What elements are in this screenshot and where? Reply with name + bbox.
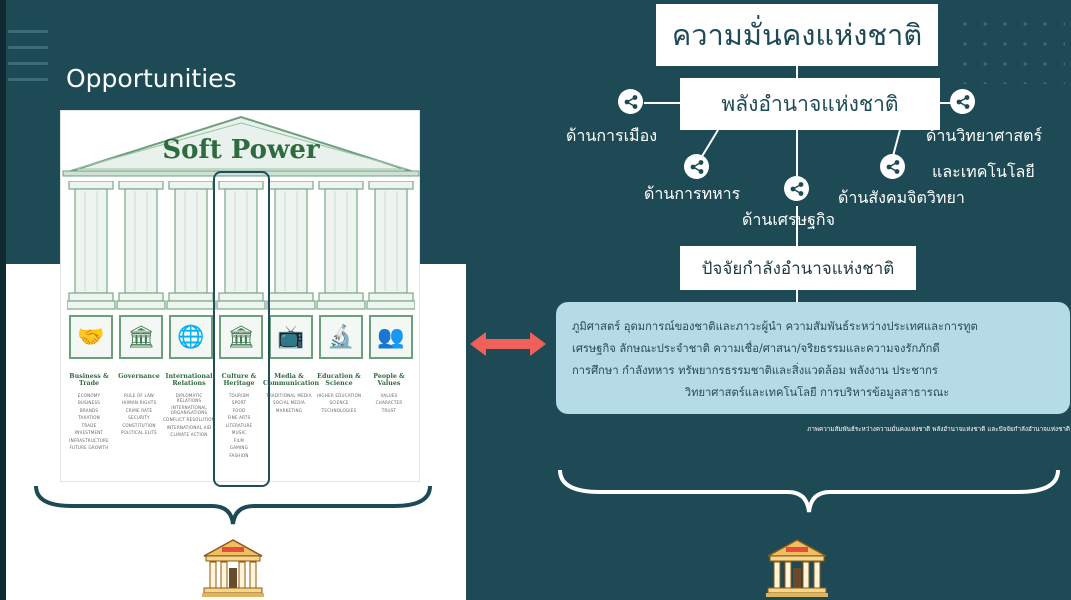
handshake-icon: 🤝 xyxy=(69,315,113,359)
category-item: CONFLICT RESOLUTION xyxy=(163,417,215,423)
pediment-roof xyxy=(62,115,420,177)
factors-line: เศรษฐกิจ ลักษณะประจำชาติ ความเชื่อ/ศาสนา… xyxy=(572,342,940,355)
left-curly-brace xyxy=(34,485,432,525)
category-item: CONSTITUTION xyxy=(122,422,156,428)
share-icon xyxy=(950,89,975,114)
category-title: Business & Trade xyxy=(69,373,109,388)
television-icon: 📺 xyxy=(269,315,313,359)
category-item: ECONOMY xyxy=(77,392,101,398)
branch-military-label: ด้านการทหาร xyxy=(644,184,741,203)
museum-building-icon xyxy=(766,539,828,597)
decorative-dots xyxy=(955,14,1065,84)
branch-science-label-line2: และเทคโนโลยี xyxy=(932,162,1035,181)
right-curly-brace xyxy=(558,469,1060,513)
figure-caption: ภาพความสัมพันธ์ระหว่างความมั่นคงแห่งชาติ… xyxy=(807,426,1070,433)
soft-power-title: Soft Power xyxy=(162,135,320,165)
category-item: FILM xyxy=(233,437,245,443)
pillars xyxy=(67,181,415,310)
category-title: International Relations xyxy=(165,373,213,388)
factors-line: วิทยาศาสตร์และเทคโนโลยี การบริหารข้อมูลส… xyxy=(684,386,950,399)
category-item: BRANDS xyxy=(79,407,99,413)
share-icon xyxy=(784,176,809,201)
category-item: INTERNATIONAL AID xyxy=(166,424,212,430)
left-edge-strip xyxy=(0,0,6,600)
category-title: Governance xyxy=(118,373,160,380)
category-item: VALUES xyxy=(380,392,398,398)
museum-building-icon xyxy=(202,539,264,597)
category-item: TOURISM xyxy=(228,392,250,398)
category-item: CLIMATE ACTION xyxy=(170,432,208,438)
category-item: FINE ARTS xyxy=(227,415,251,421)
category-item: SOCIAL MEDIA xyxy=(273,400,305,406)
category-item: SCIENCE xyxy=(329,400,349,406)
category-item: LITERATURE xyxy=(225,422,253,428)
category-item: CRIME RATE xyxy=(125,407,153,413)
category-title: Media & Communication xyxy=(263,373,320,388)
microscope-icon: 🔬 xyxy=(319,315,363,359)
category-item: POLITICAL ELITE xyxy=(120,430,158,436)
category-item: MUSIC xyxy=(231,430,247,436)
people-icon: 👥 xyxy=(369,315,413,359)
share-icon xyxy=(684,154,709,179)
globe-icon: 🌐 xyxy=(169,315,213,359)
branch-science-label-line1: ด้านวิทยาศาสตร์ xyxy=(926,126,1043,145)
category-item: SPORT xyxy=(231,400,247,406)
category-item: CHARACTER xyxy=(375,400,403,406)
category-item: MARKETING xyxy=(275,407,303,413)
category-item: INFRASTRUCTURE xyxy=(69,437,109,443)
branch-politics-label: ด้านการเมือง xyxy=(566,126,658,145)
museum-icon: 🏛 xyxy=(219,315,263,359)
category-item: TRADE xyxy=(81,422,97,428)
category-item: FASHION xyxy=(229,452,249,458)
decorative-lines xyxy=(8,30,48,94)
branch-social-label: ด้านสังคมจิตวิทยา xyxy=(838,188,965,207)
category-icons-row: 🤝 🏛 🌐 🏛 📺 🔬 👥 xyxy=(65,315,417,367)
category-item: FUTURE GROWTH xyxy=(69,445,109,451)
category-title: People & Values xyxy=(373,373,405,388)
category-title: Education & Science xyxy=(317,373,361,388)
factors-box: ภูมิศาสตร์ อุดมการณ์ของชาติและภาวะผู้นำ … xyxy=(556,302,1070,414)
factors-line: การศึกษา กำลังทหาร ทรัพยากรธรรมชาติและสิ… xyxy=(572,364,938,377)
branch-economy-label: ด้านเศรษฐกิจ xyxy=(742,210,835,229)
category-item: GAMING xyxy=(229,445,249,451)
category-title: Culture & Heritage xyxy=(221,373,257,388)
category-item: TECHNOLOGIES xyxy=(321,407,357,413)
national-power-factors-title: ปัจจัยกำลังอำนาจแห่งชาติ xyxy=(680,246,916,290)
national-security-title: ความมั่นคงแห่งชาติ xyxy=(656,4,938,66)
double-arrow-icon xyxy=(470,332,546,356)
category-item: SECURITY xyxy=(128,415,150,421)
category-item: TRUST xyxy=(381,407,397,413)
soft-power-poster: Soft Power 🤝 🏛 xyxy=(60,110,420,482)
category-item: HUMAN RIGHTS xyxy=(121,400,157,406)
share-icon xyxy=(880,154,905,179)
category-item: INTERNATIONAL ORGANISATIONS xyxy=(170,405,208,415)
capitol-icon: 🏛 xyxy=(119,315,163,359)
culture-heritage-highlight xyxy=(213,171,270,487)
category-item: TAXATION xyxy=(78,415,100,421)
factors-line: ภูมิศาสตร์ อุดมการณ์ของชาติและภาวะผู้นำ … xyxy=(572,320,978,333)
category-item: RULE OF LAW xyxy=(123,392,155,398)
category-item: TRADITIONAL MEDIA xyxy=(266,392,312,398)
share-icon xyxy=(618,89,643,114)
category-item: FOOD xyxy=(232,407,246,413)
category-item: DIPLOMATIC RELATIONS xyxy=(175,392,203,403)
category-item: INVESTMENT xyxy=(74,430,104,436)
category-item: HIGHER EDUCATION xyxy=(316,392,362,398)
national-power-title: พลังอำนาจแห่งชาติ xyxy=(680,78,940,130)
category-item: BUSINESS xyxy=(77,400,101,406)
opportunities-title: Opportunities xyxy=(66,64,237,93)
